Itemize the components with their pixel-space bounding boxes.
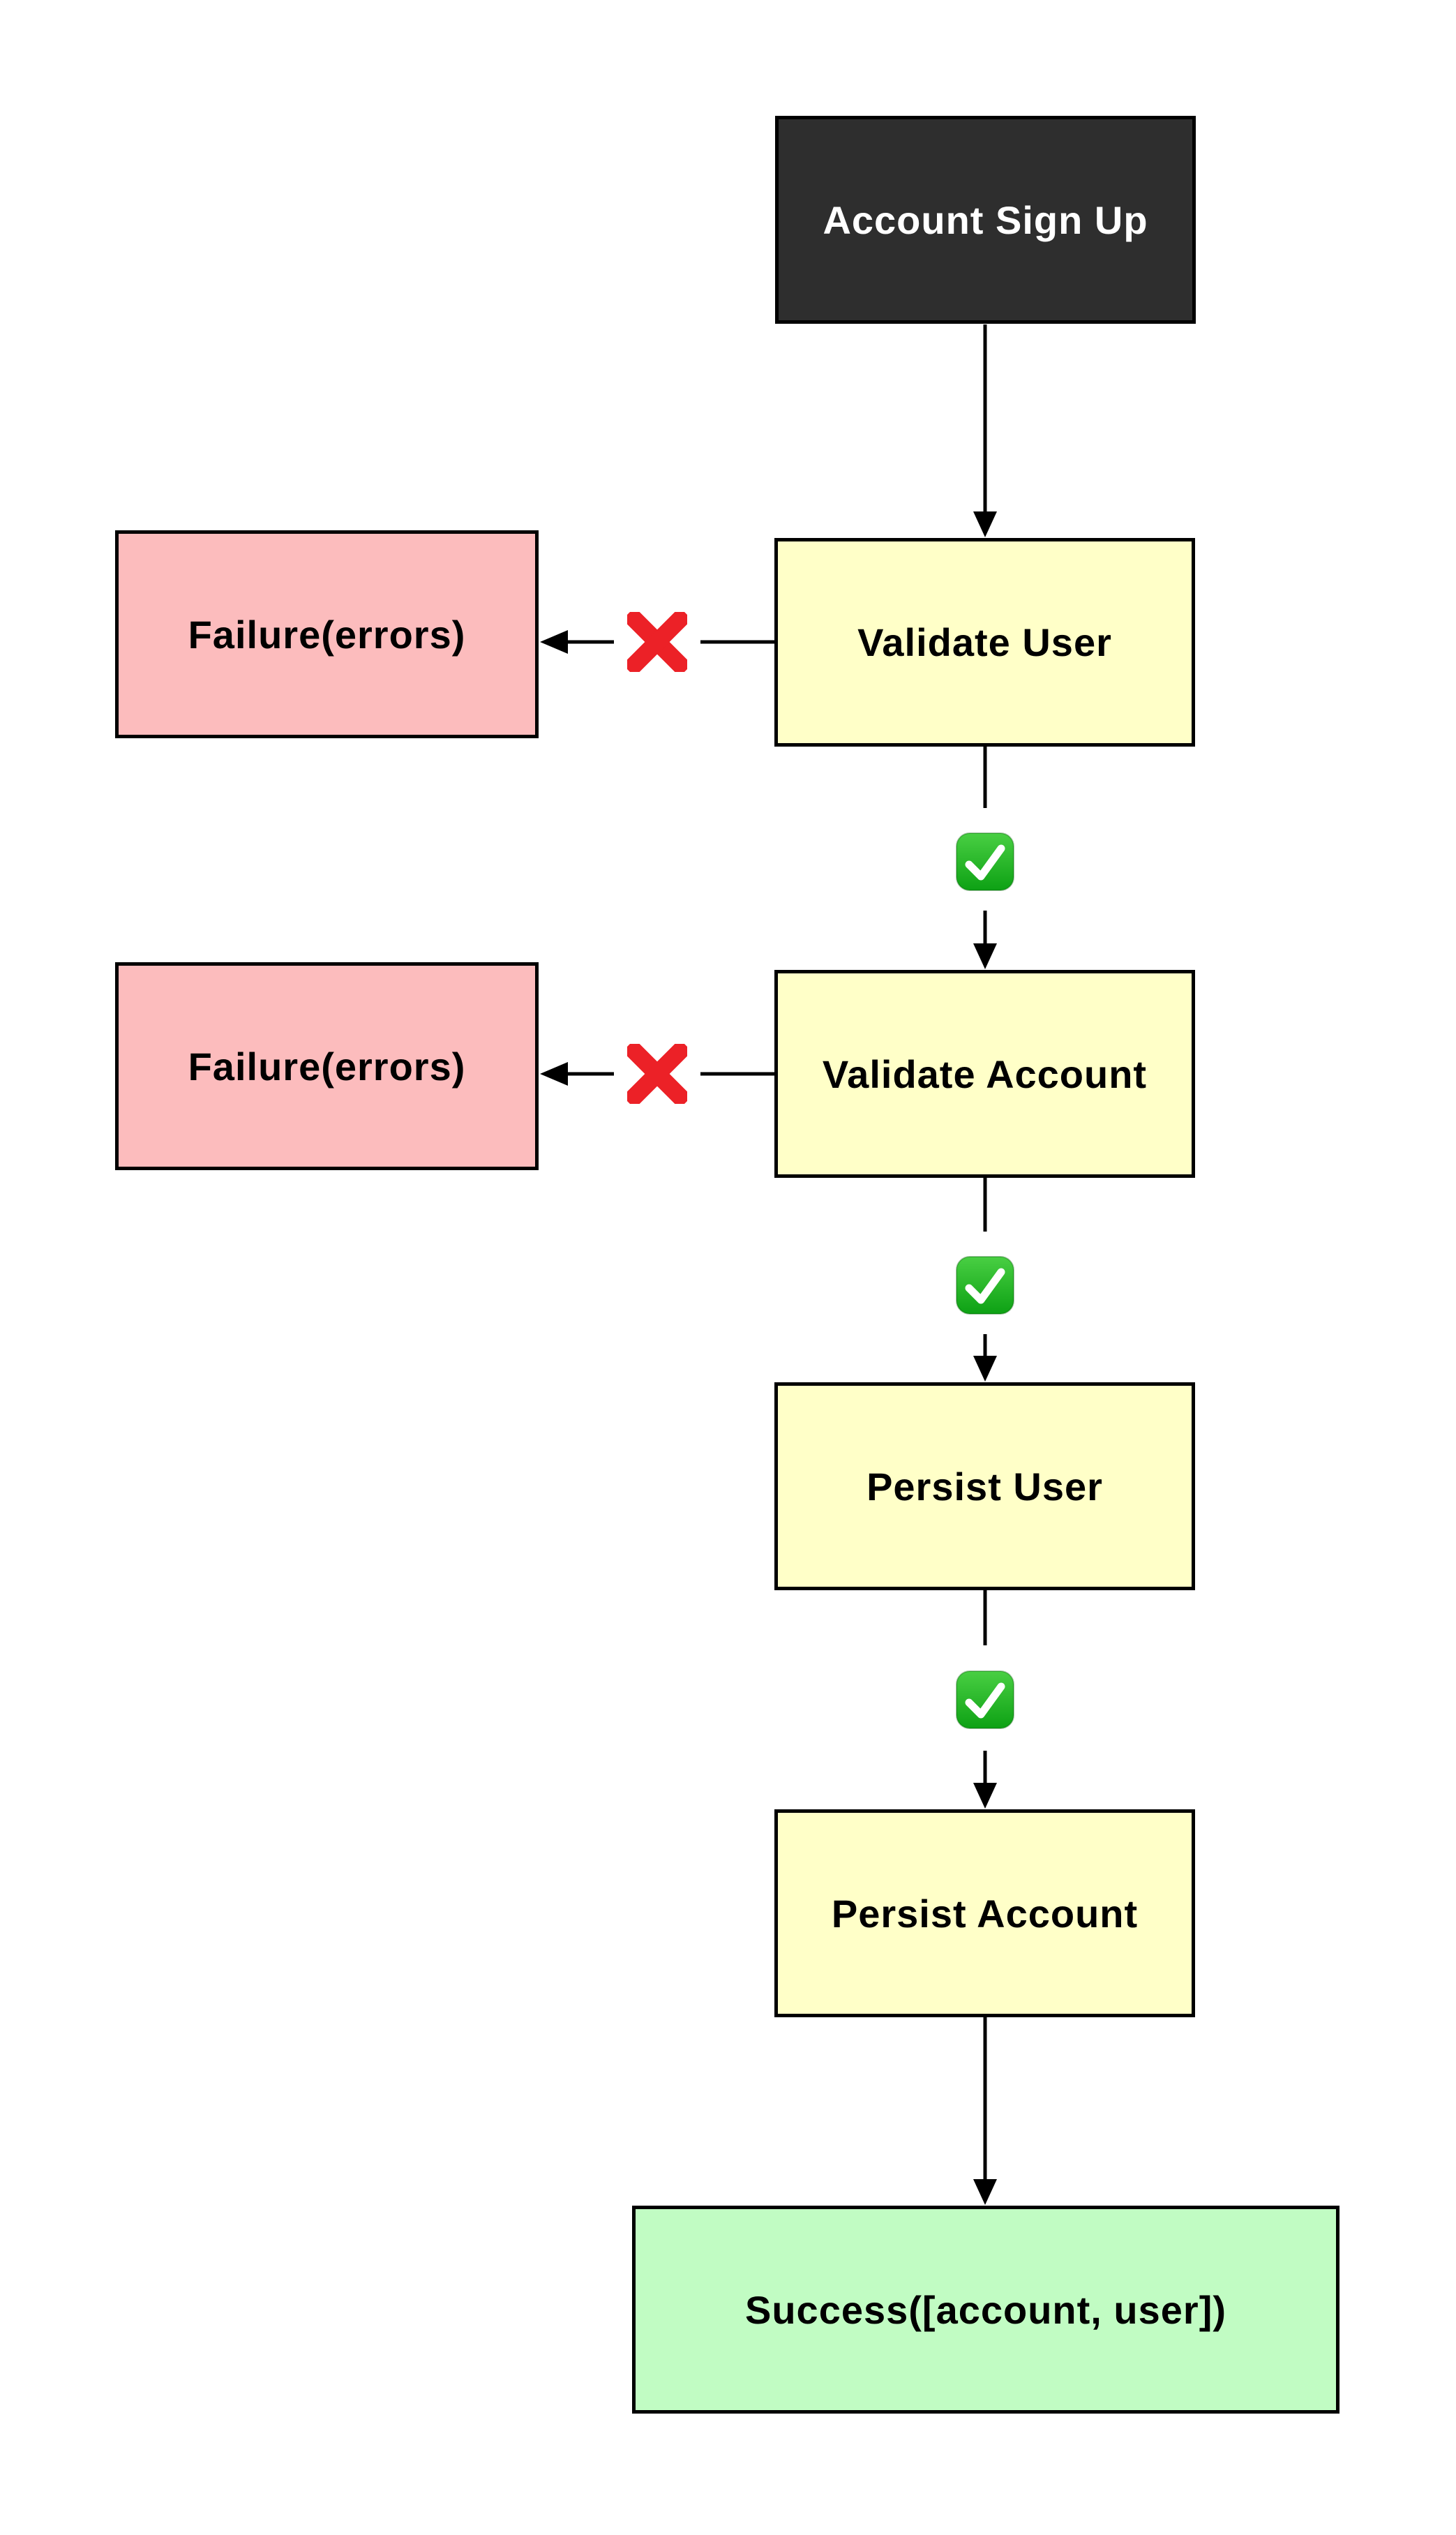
arrowhead-left-icon bbox=[540, 1062, 568, 1086]
edge-start-to-validate-user bbox=[973, 324, 997, 537]
cross-icon bbox=[627, 1044, 687, 1104]
arrowhead-down-icon bbox=[973, 943, 997, 969]
node-persist-user: Persist User bbox=[774, 1382, 1195, 1590]
edge-validate-account-to-failure bbox=[540, 1044, 774, 1104]
node-account-sign-up: Account Sign Up bbox=[775, 116, 1196, 324]
edge-persist-user-to-persist-account bbox=[956, 1590, 1014, 1809]
node-success: Success([account, user]) bbox=[632, 2206, 1339, 2414]
node-failure-errors-account: Failure(errors) bbox=[115, 962, 539, 1170]
check-icon bbox=[956, 1671, 1014, 1728]
edge-validate-user-to-validate-account bbox=[956, 747, 1014, 969]
edge-persist-account-to-success bbox=[973, 2017, 997, 2205]
node-persist-account: Persist Account bbox=[774, 1809, 1195, 2017]
arrowhead-down-icon bbox=[973, 1356, 997, 1382]
node-validate-user: Validate User bbox=[774, 538, 1195, 747]
arrowhead-down-icon bbox=[973, 2179, 997, 2205]
arrowhead-down-icon bbox=[973, 1783, 997, 1809]
node-validate-account: Validate Account bbox=[774, 970, 1195, 1178]
check-icon bbox=[956, 1257, 1014, 1314]
arrowhead-left-icon bbox=[540, 630, 568, 654]
edge-validate-user-to-failure bbox=[540, 612, 774, 672]
arrowhead-down-icon bbox=[973, 511, 997, 537]
cross-icon bbox=[627, 612, 687, 672]
check-icon bbox=[956, 833, 1014, 890]
node-failure-errors-user: Failure(errors) bbox=[115, 530, 539, 738]
edge-validate-account-to-persist-user bbox=[956, 1178, 1014, 1382]
